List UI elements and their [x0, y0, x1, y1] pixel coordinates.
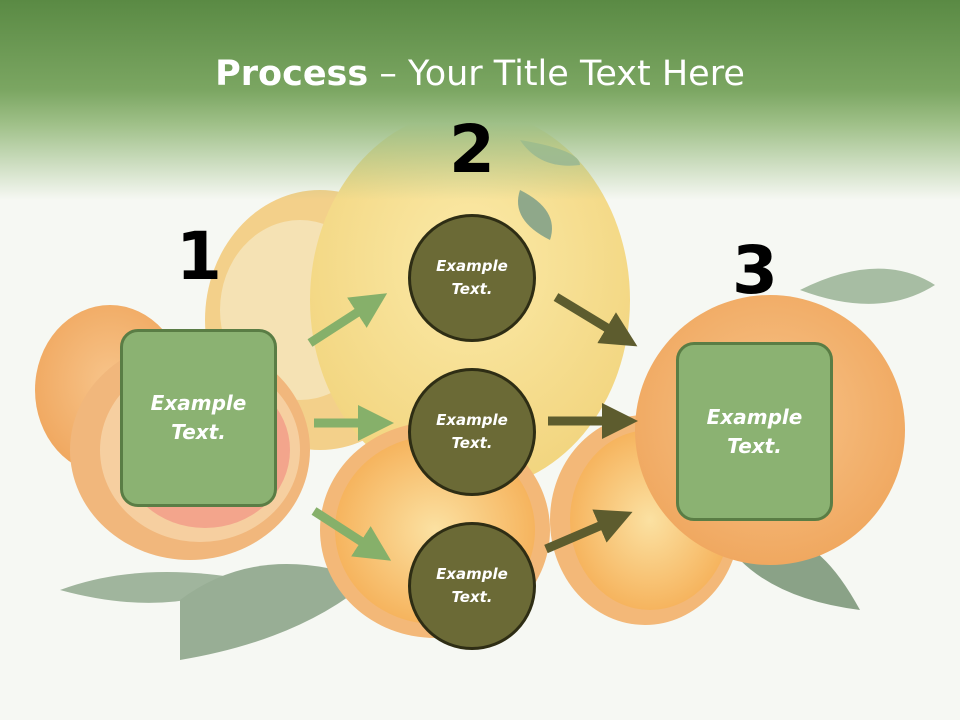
slide-title: Process – Your Title Text Here [0, 52, 960, 96]
step-2-text-middle: Example Text. [436, 411, 508, 452]
step-number-1: 1 [176, 218, 222, 295]
title-rest: – Your Title Text Here [368, 54, 745, 94]
step-1-box: Example Text. [120, 329, 277, 507]
title-bold: Process [215, 54, 369, 94]
step-2-circle-top: Example Text. [408, 214, 536, 342]
step-3-text: Example Text. [706, 404, 803, 458]
arrow-to-top [307, 293, 388, 347]
arrow-from-bottom [544, 509, 633, 554]
step-number-3: 3 [732, 232, 778, 309]
step-2-text-top: Example Text. [436, 257, 508, 298]
step-2-text-bottom: Example Text. [436, 565, 508, 606]
step-1-text: Example Text. [150, 391, 247, 444]
step-2-circle-bottom: Example Text. [408, 522, 536, 650]
arrow-from-top [553, 293, 638, 347]
arrow-to-bottom [311, 507, 392, 561]
step-2-circle-middle: Example Text. [408, 368, 536, 496]
step-number-2: 2 [449, 111, 495, 188]
header-band [0, 0, 960, 200]
step-3-box: Example Text. [676, 342, 833, 521]
